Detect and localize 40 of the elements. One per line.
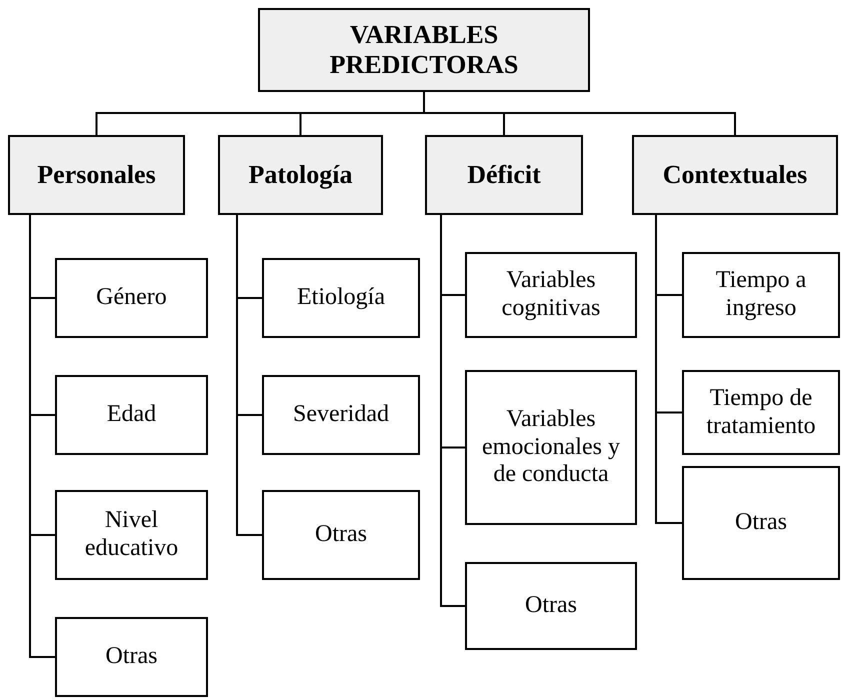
category-box (425, 135, 583, 215)
category-box (218, 135, 383, 215)
item-box (465, 370, 637, 525)
connector-line (440, 215, 465, 607)
node-label: Etiología (297, 284, 385, 312)
node-label: Tiempo de tratamiento (705, 384, 817, 440)
item-box (465, 252, 637, 338)
item-box (262, 375, 420, 455)
item-box (262, 490, 420, 580)
node-label: Otras (106, 643, 158, 671)
item-box (682, 370, 840, 455)
node-label: Variables cognitivas (500, 267, 602, 323)
node-label: Edad (106, 401, 156, 429)
node-label: VARIABLES PREDICTORAS (328, 20, 520, 80)
item-box (55, 490, 208, 580)
node-label: Severidad (293, 401, 389, 429)
item-box (55, 258, 208, 338)
item-box (55, 375, 208, 455)
item-box (55, 617, 208, 697)
node-label: Déficit (467, 160, 541, 190)
item-box (465, 562, 637, 650)
node-label: Otras (525, 592, 577, 620)
node-label: Contextuales (662, 160, 808, 190)
node-label: Nivel educativo (84, 507, 180, 563)
category-box (8, 135, 185, 215)
node-label: Patología (248, 160, 352, 190)
item-box (682, 252, 840, 338)
node-label: Otras (735, 509, 787, 537)
connector-line (236, 215, 262, 536)
item-box (262, 258, 420, 338)
node-label: Género (96, 284, 167, 312)
node-label: Variables emocionales y de conducta (481, 406, 621, 489)
title-box (258, 8, 590, 92)
node-label: Personales (37, 160, 156, 190)
node-label: Tiempo a ingreso (714, 267, 808, 323)
node-label: Otras (315, 521, 367, 549)
connector-line (423, 92, 736, 135)
connector-line (655, 215, 682, 524)
category-box (632, 135, 838, 215)
item-box (682, 466, 840, 580)
